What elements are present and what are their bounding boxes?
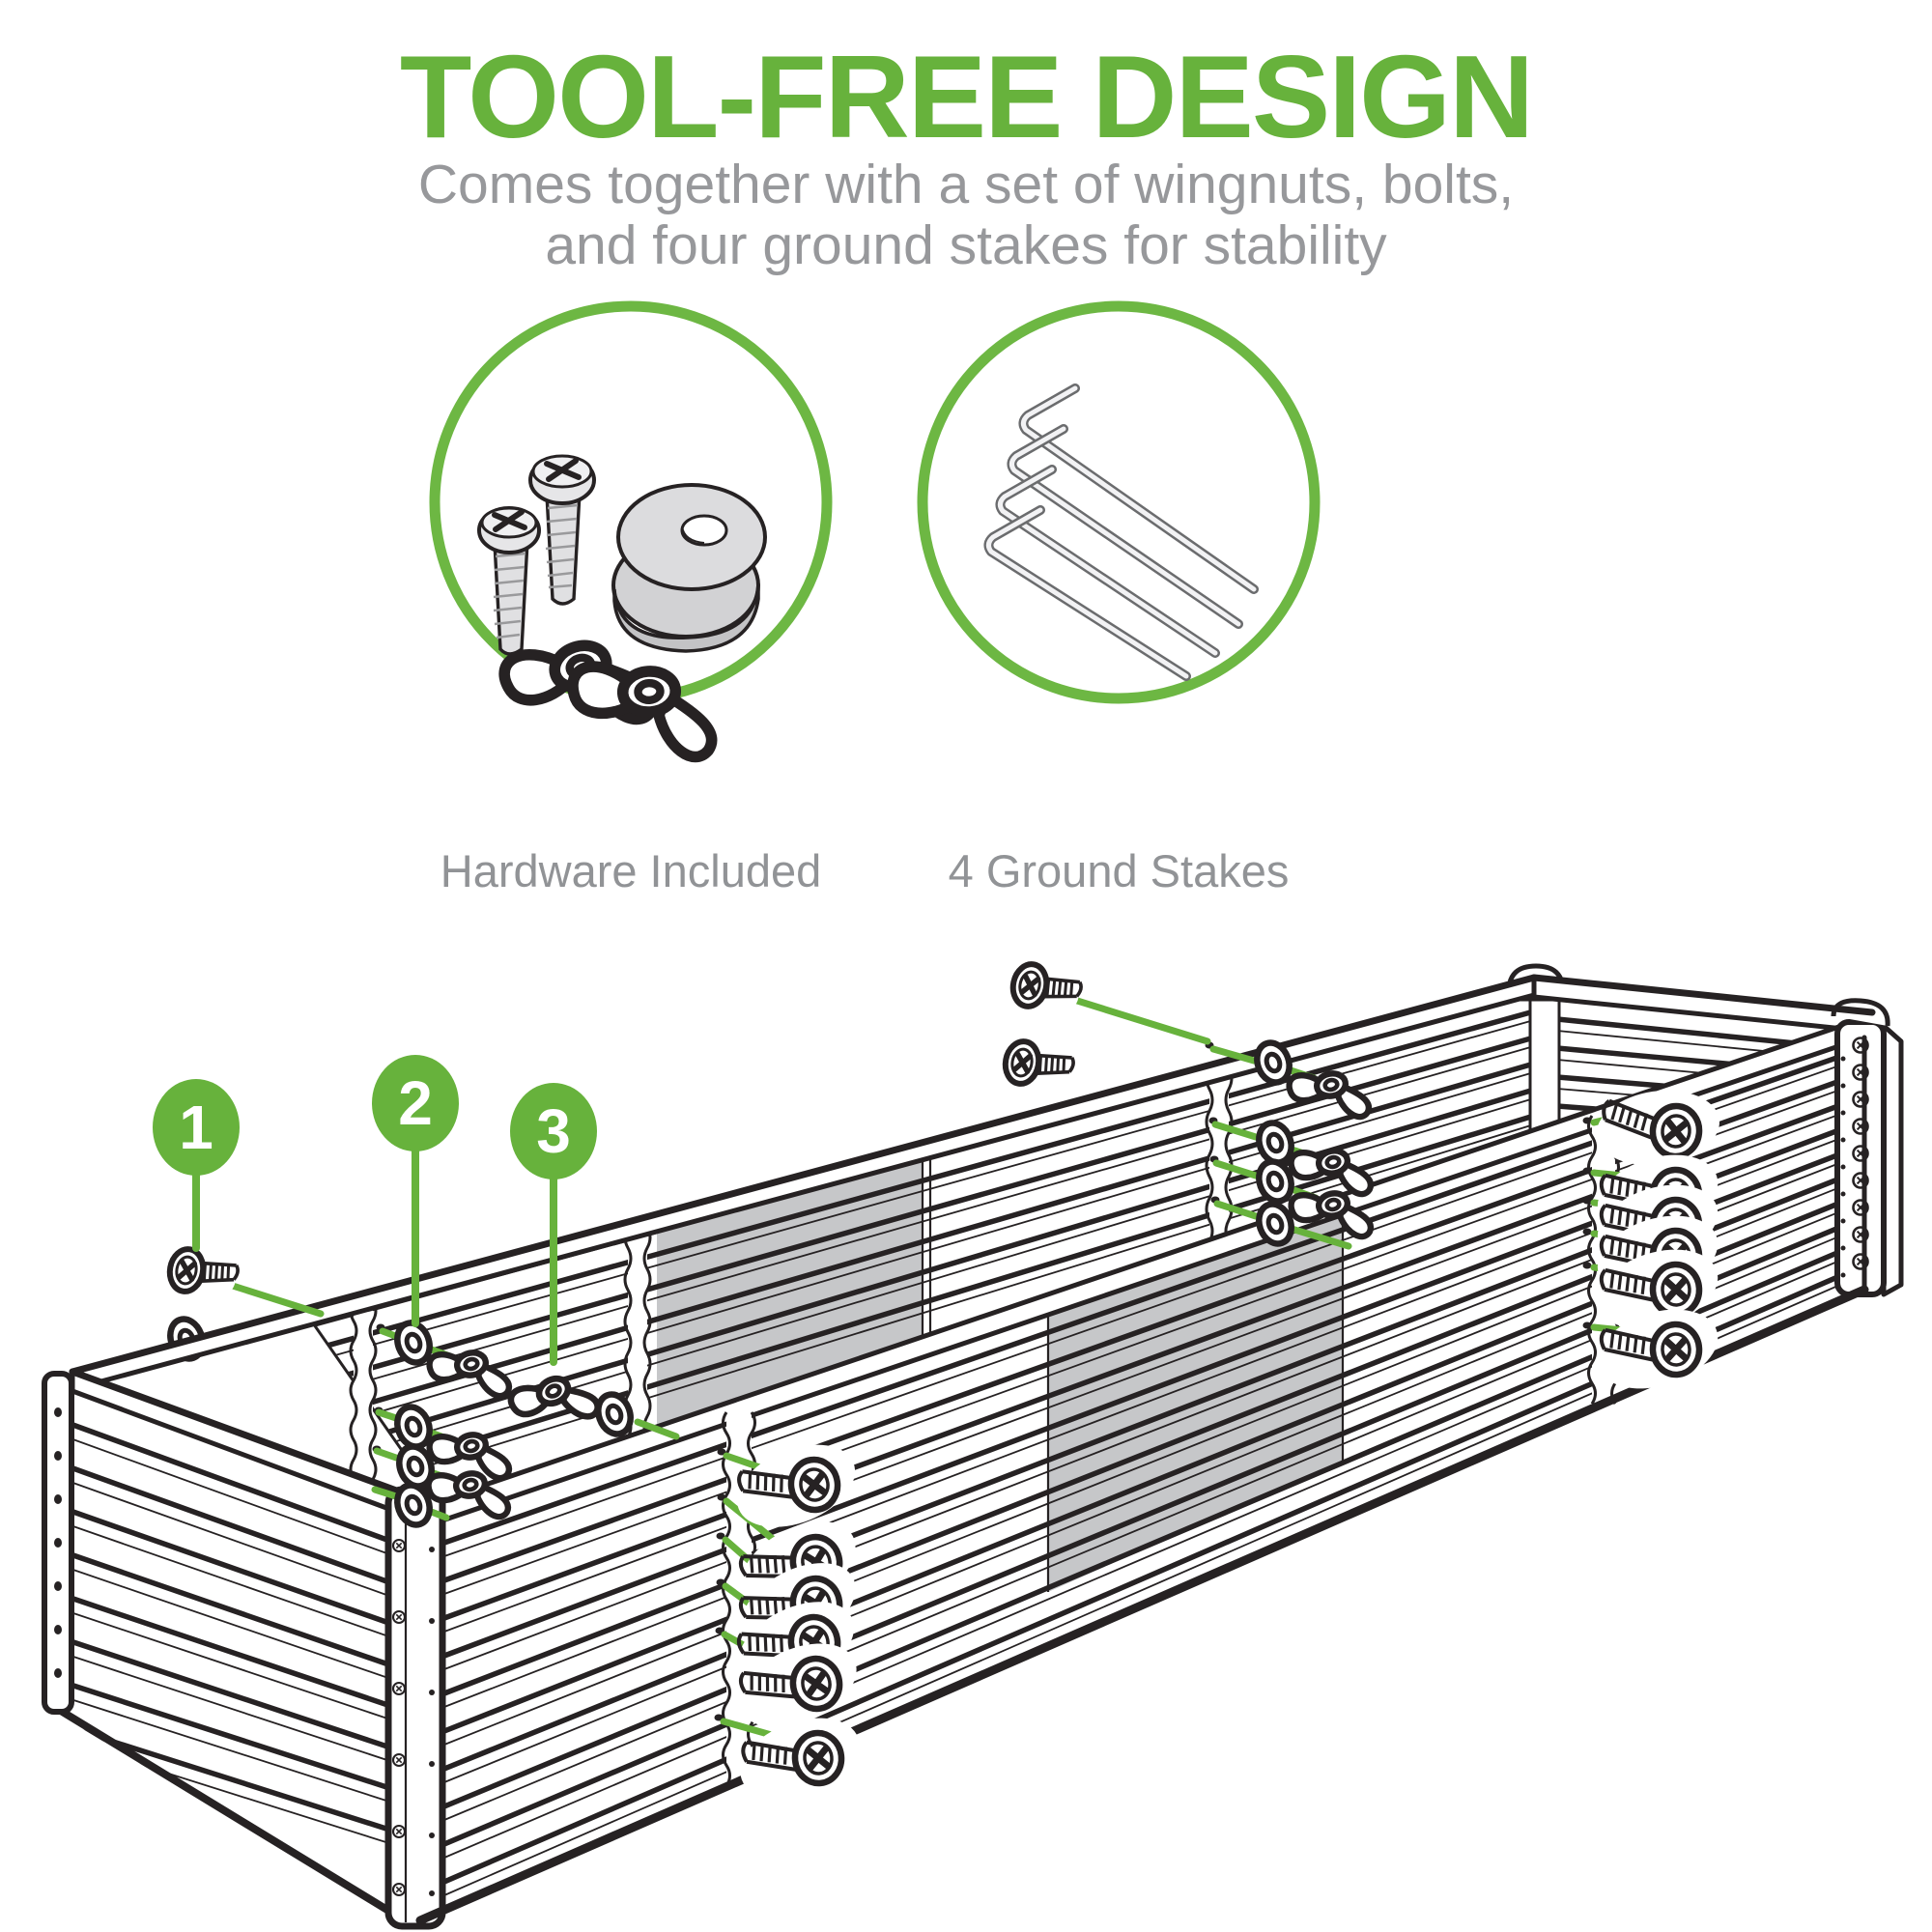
back-wall-seams [349,1066,1234,1502]
callout-number-2: 2 [398,1068,433,1138]
subtitle-line-2: and four ground stakes for stability [545,214,1387,276]
bed-interior [71,963,1873,1513]
hardware-set-icon [477,454,767,783]
green-circle-outline [917,300,1321,704]
subtitle-line-1: Comes together with a set of wingnuts, b… [418,154,1514,215]
hardware-included-circle [429,300,833,783]
ground-stakes-label: 4 Ground Stakes [949,845,1290,896]
seam-holes-front [714,1117,1592,1721]
raised-bed-exploded-diagram: 1 2 3 [42,942,1904,1930]
ground-stakes-circle [917,300,1321,704]
callout-badge-3: 3 [510,1083,597,1179]
hardware-included-label: Hardware Included [440,845,822,896]
green-circle-outline [429,300,833,704]
page-title: TOOL-FREE DESIGN [400,31,1532,162]
callout-badge-1: 1 [153,1079,240,1176]
bed-outline [69,974,1876,1925]
left-edge-strip [42,1371,74,1715]
callout-badge-2: 2 [372,1055,459,1151]
callout-badges: 1 2 3 [153,1055,597,1366]
callout-number-1: 1 [179,1093,213,1162]
right-corner-strip [1831,998,1904,1297]
left-end-panel [42,1369,423,1926]
ground-stakes-icon [983,384,1259,681]
callout-number-3: 3 [536,1096,571,1166]
front-left-corner-post [384,1486,446,1930]
